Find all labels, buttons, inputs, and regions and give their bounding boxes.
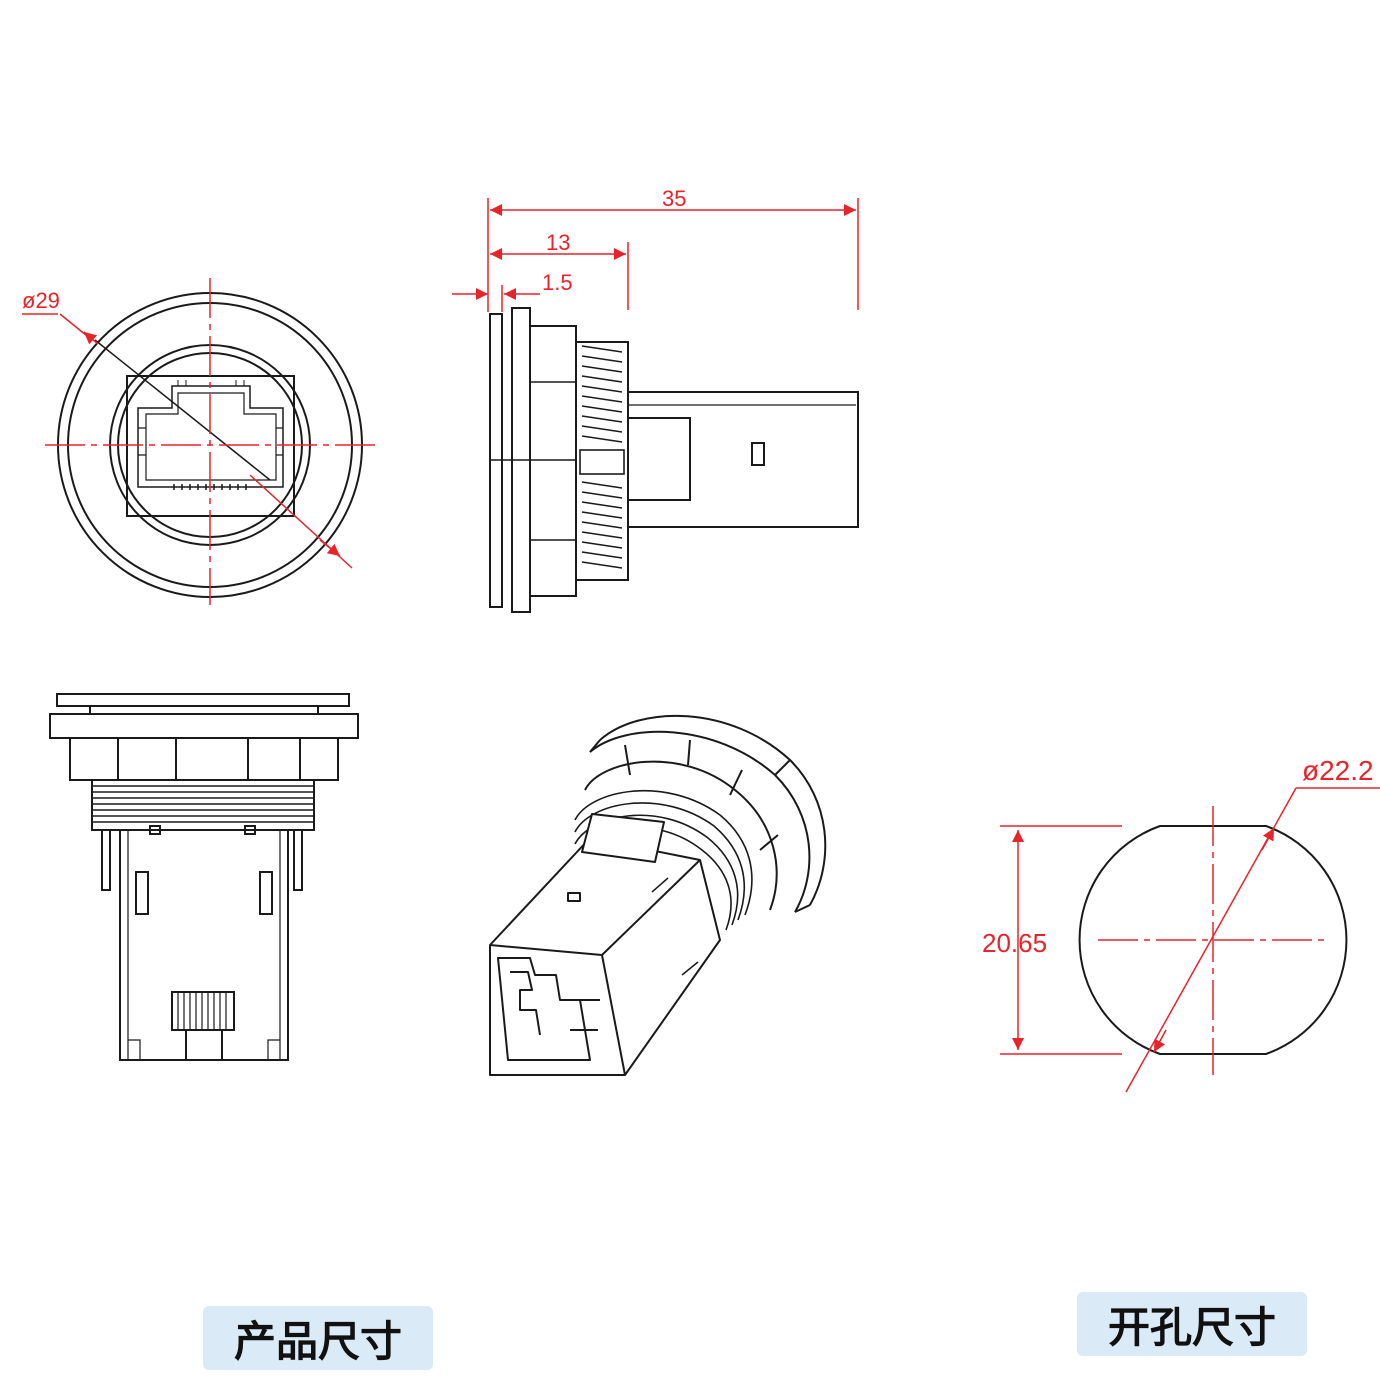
dim-cutout-diameter: ø22.2 [1302, 755, 1374, 786]
socket-pins [173, 484, 247, 490]
iso-window [567, 892, 581, 902]
latch [627, 417, 691, 501]
rear-body [627, 391, 859, 528]
threads [579, 345, 625, 569]
latch-window [751, 442, 765, 466]
isometric-view [489, 714, 827, 1076]
top-body [119, 829, 289, 1061]
cutout-view [1000, 787, 1380, 1093]
side-dimensions [452, 198, 859, 312]
caption-cutout-size: 开孔尺寸 [1077, 1292, 1307, 1356]
dim-overall-length: 35 [662, 186, 686, 211]
dim-body-length: 13 [546, 230, 570, 255]
nut [529, 325, 577, 597]
dim-cutout-flat-width: 20.65 [982, 928, 1047, 958]
side-view [489, 307, 859, 613]
top-clip [171, 991, 235, 1031]
iso-latch [581, 813, 665, 863]
cutout-shape [1078, 825, 1348, 1055]
top-flange [49, 713, 359, 739]
top-panel [56, 693, 350, 707]
dim-panel-thickness: 1.5 [542, 270, 573, 295]
top-nut [69, 737, 339, 781]
dim-outer-diameter: ø29 [22, 288, 60, 313]
caption-product-size: 产品尺寸 [203, 1306, 433, 1370]
front-centerlines [22, 278, 375, 605]
top-view [49, 693, 359, 1061]
